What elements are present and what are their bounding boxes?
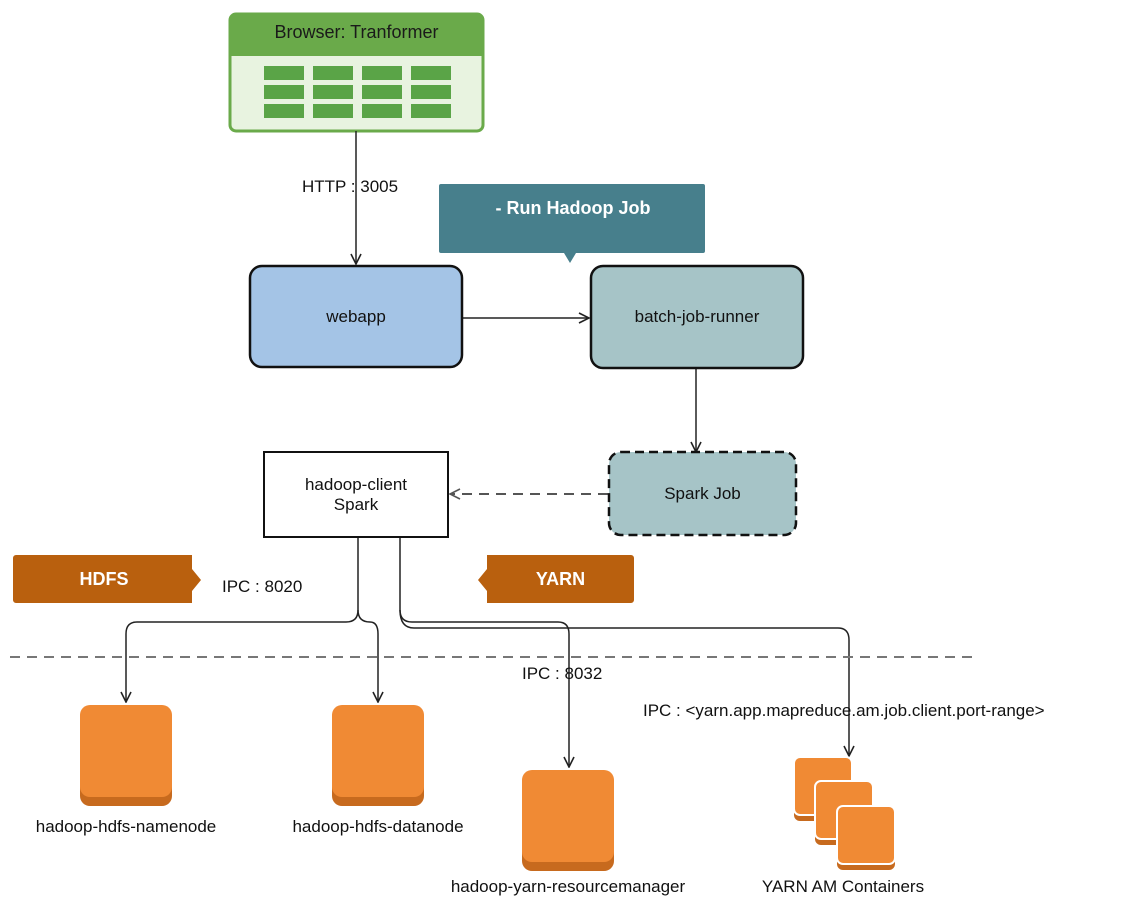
resourcemanager-label: hadoop-yarn-resourcemanager: [450, 877, 686, 896]
spark-job-node: Spark Job: [664, 483, 741, 503]
hadoop-client-node: hadoop-client Spark: [264, 452, 448, 537]
namenode-server-icon: [80, 705, 172, 806]
batch-job-runner-node-shape: [589, 264, 805, 370]
edge-client-namenode: [126, 538, 359, 702]
resourcemanager-server-icon: [522, 770, 614, 871]
hdfs-tag-shape: [13, 555, 201, 603]
hdfs-tag: HDFS: [79, 569, 129, 589]
browser-window: [228, 12, 485, 133]
browser-title: Browser: Tranformer: [274, 22, 439, 42]
callout-text: - Run Hadoop Job: [495, 198, 651, 218]
batch-job-runner-node: batch-job-runner: [634, 307, 760, 326]
callout-shape: [439, 184, 705, 263]
hadoop-client-spark-label: Spark: [333, 494, 379, 514]
edge-label-ipc-8020: IPC : 8020: [222, 577, 303, 596]
datanode-label: hadoop-hdfs-datanode: [292, 817, 464, 836]
edge-client-datanode: [357, 609, 378, 702]
hadoop-client-label: hadoop-client: [304, 474, 408, 494]
edge-client-containers: [399, 609, 849, 756]
webapp-node: webapp: [326, 306, 386, 326]
datanode-server-icon: [332, 705, 424, 806]
yarn-tag-shape: [478, 555, 634, 603]
edge-label-http: HTTP : 3005: [302, 177, 399, 196]
edge-label-ipc-8032: IPC : 8032: [522, 664, 603, 683]
webapp-node-shape: [248, 264, 464, 369]
yarn-tag: YARN: [535, 569, 586, 589]
containers-label: YARN AM Containers: [761, 877, 925, 896]
namenode-label: hadoop-hdfs-namenode: [35, 817, 217, 836]
edge-label-ipc-am: IPC : <yarn.app.mapreduce.am.job.client.…: [643, 701, 1045, 720]
spark-job-node-shape: [607, 450, 798, 537]
hadoop-client-node-shape: [263, 451, 449, 538]
table-icon: [264, 66, 451, 118]
containers-stack-icon: [793, 756, 896, 870]
